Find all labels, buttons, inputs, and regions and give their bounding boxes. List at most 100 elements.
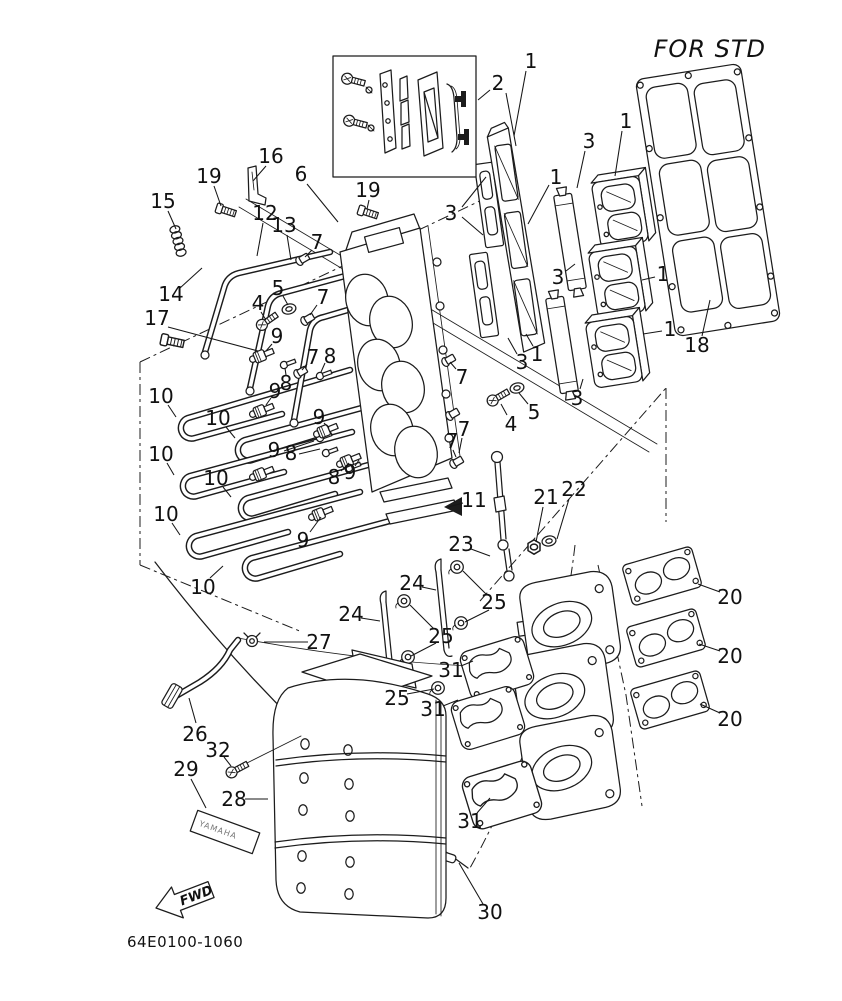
callout-1: 1: [620, 109, 633, 133]
water-hoses-10-drawing: [177, 366, 442, 582]
callout-leader: [527, 184, 550, 225]
gaskets-20-drawing: [620, 545, 712, 731]
callout-leader: [225, 426, 236, 439]
breather-tube-26-drawing: [161, 636, 242, 709]
spring-15-drawing: [169, 225, 187, 257]
callout-15: 15: [150, 189, 175, 213]
callout-20: 20: [717, 707, 742, 731]
callout-leader: [340, 462, 350, 472]
callout-25: 25: [384, 686, 409, 710]
callout-leader: [406, 688, 435, 695]
yamaha-sticker-29: YAMAHA: [189, 809, 261, 855]
callout-1: 1: [657, 262, 670, 286]
callout-leader: [213, 185, 222, 207]
callout-leader: [320, 362, 326, 373]
callout-leader: [309, 304, 318, 316]
callout-leader: [642, 330, 663, 335]
callout-10: 10: [205, 406, 230, 430]
callout-leader: [535, 506, 544, 543]
callout-leader: [452, 449, 457, 458]
callout-leader: [309, 516, 322, 533]
callout-27: 27: [306, 630, 331, 654]
callout-31: 31: [457, 809, 482, 833]
callout-leader: [701, 299, 711, 337]
callout-10: 10: [190, 575, 215, 599]
gasket-strips-3-mid-drawing: [545, 186, 587, 401]
callout-10: 10: [153, 502, 178, 526]
bracket-plates-11-drawing: [379, 477, 462, 525]
callout-leader: [513, 70, 527, 137]
callout-leader: [179, 267, 203, 289]
callout-3: 3: [552, 265, 565, 289]
callout-24: 24: [338, 602, 363, 626]
callout-7: 7: [456, 365, 469, 389]
intake-manifold-drawing: [339, 213, 461, 493]
callout-4: 4: [252, 291, 265, 315]
callout-leader: [614, 130, 623, 177]
callout-9: 9: [313, 405, 326, 429]
callout-9: 9: [344, 460, 357, 484]
link-rod-23-drawing: [490, 450, 515, 582]
callout-leader: [476, 797, 491, 814]
callout-32: 32: [205, 738, 230, 762]
callout-2: 2: [492, 71, 505, 95]
page-note: FOR STD: [654, 35, 766, 63]
reed-valve-blocks-1-drawing: [583, 166, 658, 389]
callout-20: 20: [717, 644, 742, 668]
callout-7: 7: [311, 230, 324, 254]
clip-27-drawing: [243, 632, 261, 648]
callout-3: 3: [571, 386, 584, 410]
callout-leader: [366, 199, 370, 210]
callout-19: 19: [196, 164, 221, 188]
callout-leader: [464, 609, 490, 623]
reed-plate-1-tall-drawing: [486, 121, 546, 353]
callout-18: 18: [684, 333, 709, 357]
callout-1: 1: [550, 165, 563, 189]
gasket-18-drawing: [635, 63, 781, 337]
callout-leader: [449, 361, 457, 370]
callout-20: 20: [717, 585, 742, 609]
callout-leader: [304, 249, 313, 258]
callout-14: 14: [158, 282, 183, 306]
callout-22: 22: [561, 477, 586, 501]
fwd-arrow: FWD: [155, 880, 215, 919]
callout-leader: [286, 234, 292, 261]
callout-26: 26: [182, 722, 207, 746]
callout-leader: [556, 498, 570, 540]
callout-leader: [565, 263, 576, 272]
pipes-12-13-14-drawing: [200, 248, 396, 428]
callout-leader: [323, 422, 330, 429]
callout-29: 29: [173, 757, 198, 781]
callout-1: 1: [525, 49, 538, 73]
callout-3: 3: [445, 201, 458, 225]
callout-21: 21: [533, 485, 558, 509]
callout-leader: [460, 660, 474, 667]
callout-leader: [166, 462, 175, 476]
screw-32-drawing: [223, 735, 302, 781]
callout-leader: [518, 392, 529, 405]
callout-leader: [360, 617, 381, 622]
callout-8: 8: [328, 465, 341, 489]
callout-25: 25: [428, 624, 453, 648]
callout-leader: [698, 643, 721, 652]
callout-leader: [256, 222, 264, 257]
callout-1: 1: [664, 317, 677, 341]
callout-leader: [410, 642, 437, 657]
intake-silencer-28-drawing: [272, 649, 447, 919]
callout-leader: [477, 89, 491, 101]
callout-11: 11: [461, 488, 486, 512]
callout-9: 9: [268, 438, 281, 462]
callout-leader: [282, 295, 289, 306]
callout-leader: [421, 586, 437, 591]
callout-9: 9: [271, 324, 284, 348]
callout-leader: [699, 703, 721, 714]
callout-leader: [283, 440, 315, 452]
callout-19: 19: [355, 178, 380, 202]
callout-leader: [167, 404, 177, 418]
bracket-16-drawing: [247, 165, 267, 206]
callout-6: 6: [295, 162, 308, 186]
callout-30: 30: [477, 900, 502, 924]
callout-leader: [167, 326, 259, 352]
